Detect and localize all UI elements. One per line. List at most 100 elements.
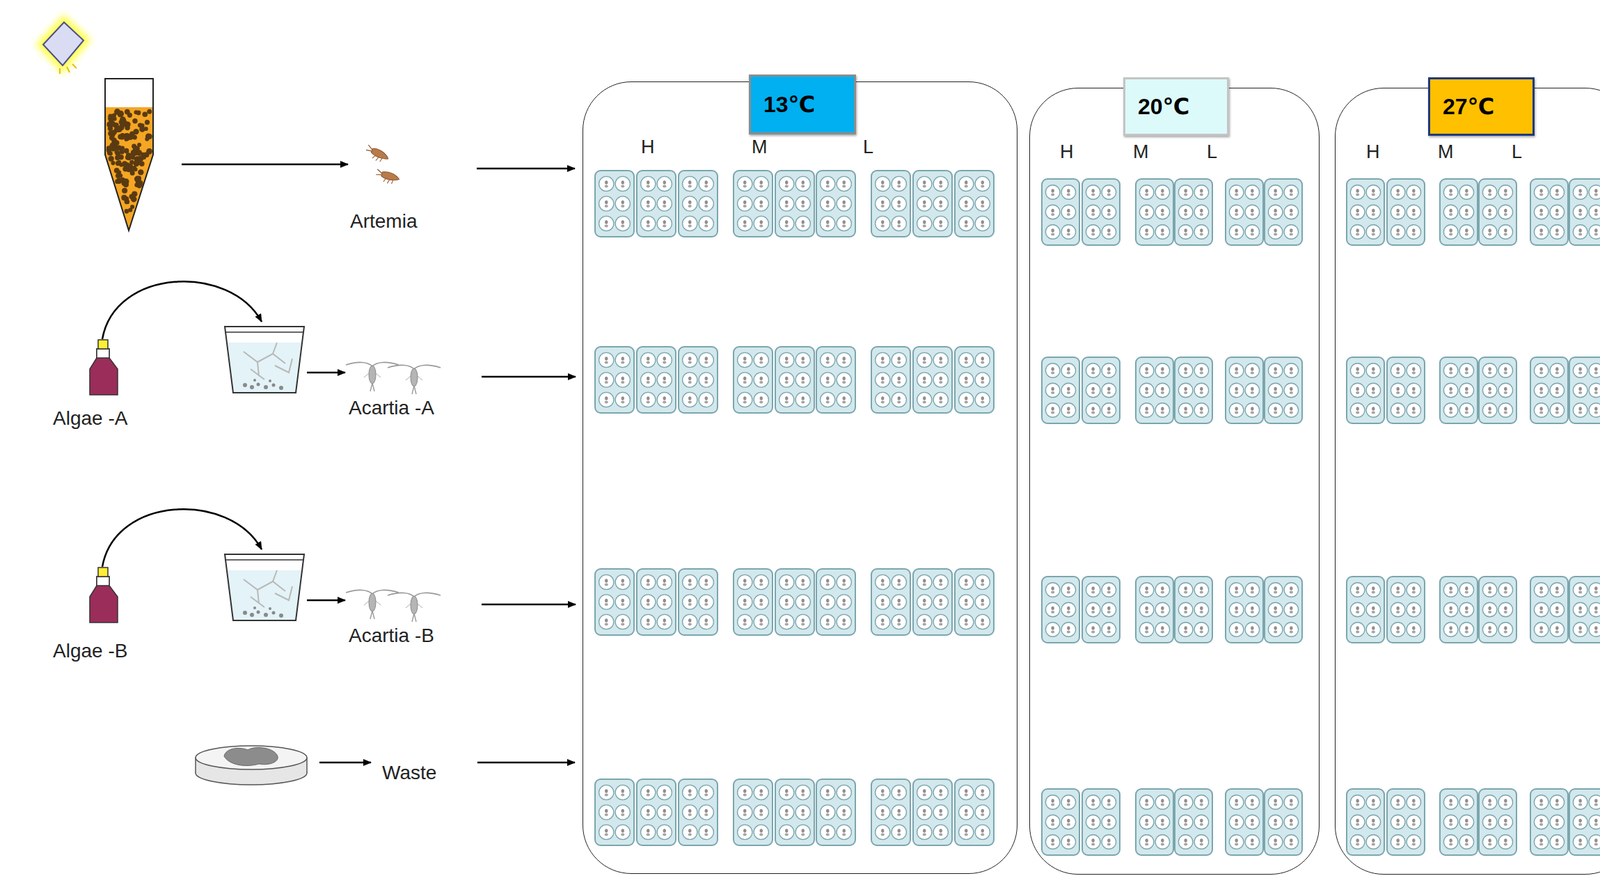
well-mark: [1107, 208, 1111, 213]
well: [1366, 794, 1381, 810]
well-mark: [897, 598, 901, 603]
well-mark: [646, 395, 650, 401]
well-mark: [743, 583, 747, 586]
well-mark: [688, 808, 692, 813]
well-mark: [1539, 798, 1543, 803]
well-mark: [646, 376, 650, 381]
artemia-icon: [363, 144, 401, 186]
well-mark: [604, 618, 608, 623]
well-plate: [1225, 178, 1264, 245]
well: [1406, 834, 1422, 850]
well-mark: [688, 812, 692, 816]
well-mark: [801, 219, 805, 225]
well-mark: [604, 808, 608, 813]
well-mark: [1050, 366, 1054, 371]
well-mark: [1555, 366, 1559, 371]
well-mark: [897, 185, 901, 188]
well: [737, 824, 753, 839]
well-mark: [704, 380, 708, 384]
cyst-dot: [130, 196, 138, 203]
well: [1101, 622, 1117, 637]
well-mark: [743, 185, 747, 188]
well-mark: [801, 793, 805, 797]
well-mark: [1199, 585, 1203, 591]
well-mark: [1448, 386, 1452, 392]
well-mark: [897, 200, 901, 205]
well-mark: [663, 376, 667, 381]
well-mark: [1160, 630, 1165, 634]
well-mark: [1289, 208, 1293, 213]
well: [1533, 363, 1549, 378]
well-plate: [1439, 357, 1478, 424]
well: [1572, 834, 1588, 850]
well-mark: [980, 400, 985, 404]
well-mark: [604, 583, 609, 586]
well: [1390, 402, 1406, 418]
well-mark: [1160, 842, 1165, 846]
well-mark: [1183, 386, 1187, 392]
well-mark: [1050, 371, 1055, 375]
well-plate: [1530, 788, 1568, 855]
well-mark: [646, 828, 650, 833]
well-mark: [1234, 212, 1239, 216]
plate-body: [913, 170, 953, 237]
well: [1061, 834, 1076, 850]
well-mark: [826, 356, 829, 361]
well: [1268, 363, 1283, 378]
well-mark: [1289, 386, 1293, 392]
well-mark: [604, 224, 609, 228]
well-mark: [621, 618, 625, 623]
well-mark: [1371, 630, 1376, 634]
cyst-dot: [107, 150, 113, 156]
well: [875, 804, 891, 820]
cyst-dot: [125, 199, 130, 204]
temperature-label: 20℃: [1137, 93, 1190, 120]
well-mark: [1555, 837, 1559, 843]
well-mark: [801, 400, 805, 404]
well-mark: [939, 395, 943, 401]
well-mark: [1144, 630, 1149, 634]
well-mark: [1371, 208, 1375, 213]
well-mark: [1448, 798, 1452, 803]
well: [779, 196, 795, 211]
well-mark: [1464, 386, 1468, 392]
well-mark: [1555, 391, 1559, 394]
well-mark: [881, 395, 884, 401]
well-mark: [1066, 366, 1070, 371]
well-plate: [1478, 576, 1517, 643]
well: [875, 574, 891, 589]
well-mark: [743, 828, 747, 833]
well-mark: [1160, 411, 1165, 415]
well-mark: [1503, 406, 1507, 411]
well-mark: [881, 788, 884, 793]
well-plate: [1530, 357, 1568, 424]
well: [1459, 582, 1475, 598]
well: [1459, 382, 1475, 398]
well: [1498, 402, 1514, 418]
waste-dish: [195, 745, 307, 785]
well-mark: [881, 180, 884, 185]
well-mark: [1371, 818, 1375, 823]
well-mark: [663, 395, 667, 401]
well-mark: [964, 400, 969, 404]
well: [615, 196, 630, 211]
well-mark: [897, 380, 901, 384]
well-mark: [759, 602, 763, 606]
well-mark: [1503, 212, 1508, 216]
cyst-dot: [128, 207, 133, 212]
well-mark: [1250, 233, 1255, 236]
well-mark: [1578, 386, 1582, 392]
well: [1061, 402, 1076, 418]
well-mark: [1539, 822, 1543, 826]
well-mark: [881, 808, 884, 813]
cyst-dot: [115, 126, 120, 131]
well-mark: [1594, 590, 1598, 594]
well-mark: [801, 622, 805, 626]
well: [1284, 224, 1299, 240]
well-mark: [1183, 590, 1188, 594]
well-mark: [1594, 625, 1598, 630]
well-mark: [1050, 406, 1054, 411]
well-mark: [604, 833, 609, 836]
well-mark: [743, 224, 747, 228]
well: [975, 391, 990, 407]
